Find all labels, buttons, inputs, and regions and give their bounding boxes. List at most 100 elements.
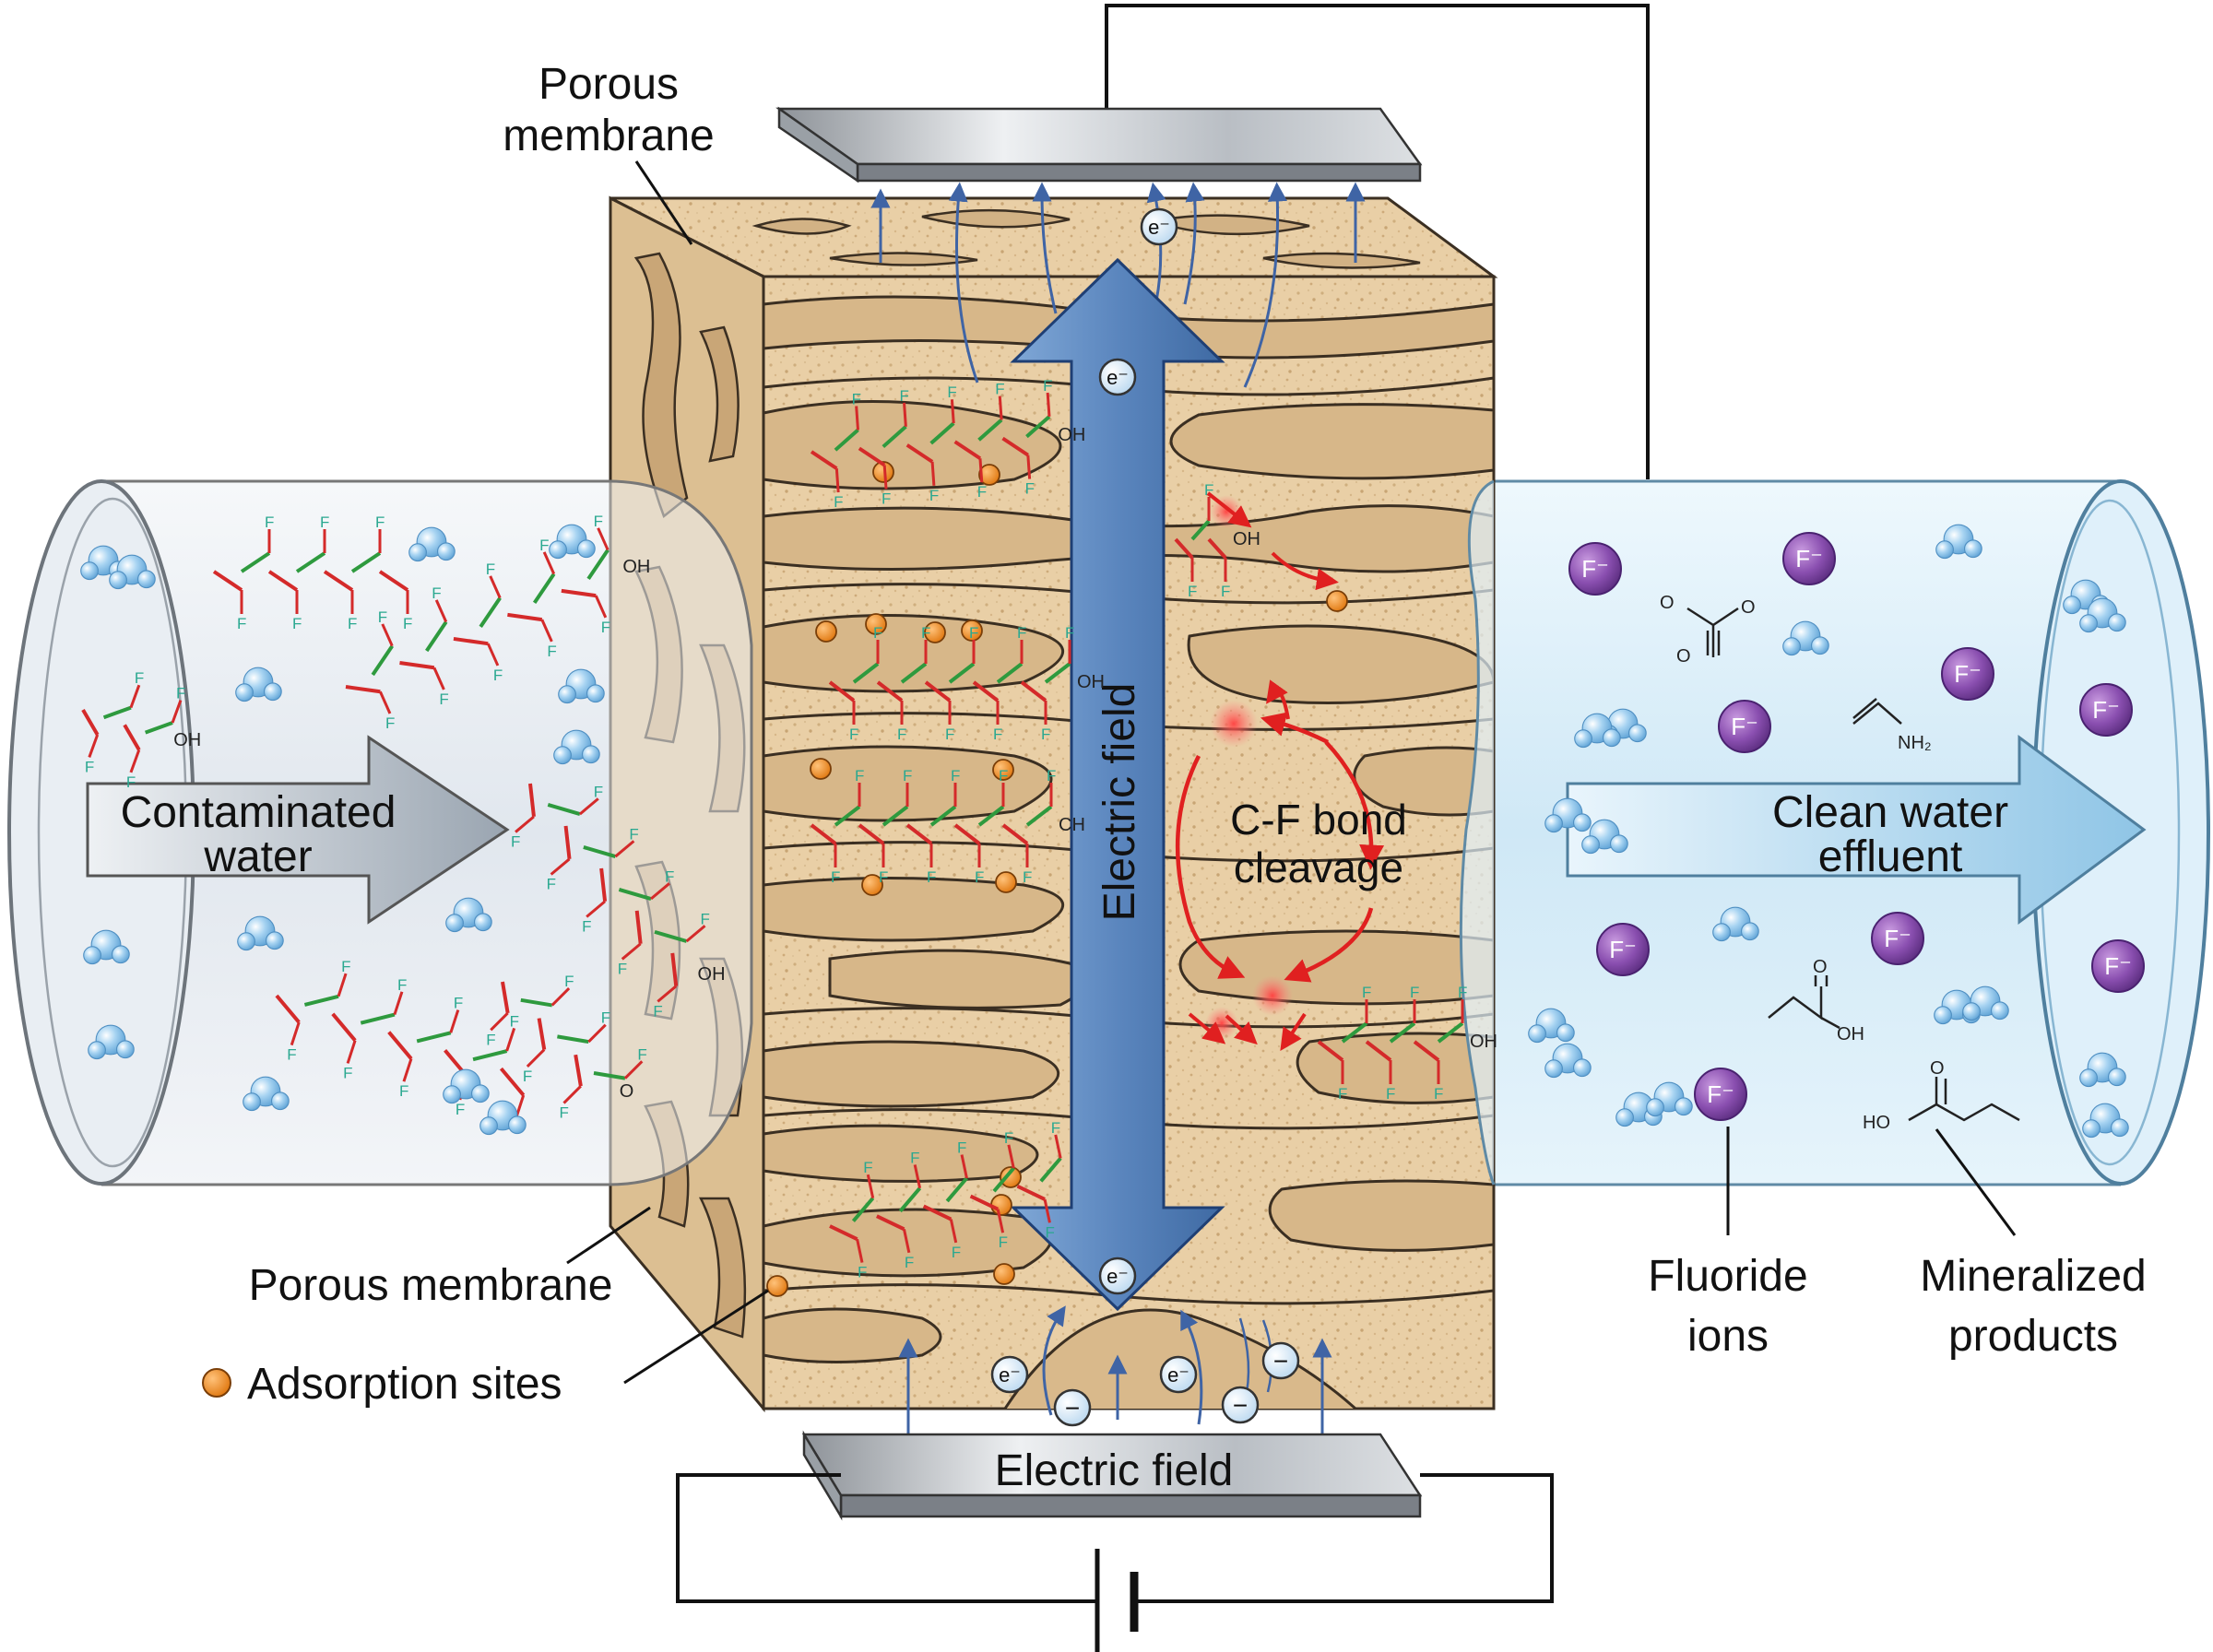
fluorine-atom: F bbox=[945, 726, 954, 743]
fluoride-ion-label: F⁻ bbox=[2092, 696, 2120, 724]
porous-membrane-top-leader bbox=[634, 160, 693, 245]
adsorption-site-icon bbox=[1000, 1166, 1022, 1188]
fluorine-atom: F bbox=[1047, 767, 1056, 785]
bottom-circuit-wire bbox=[676, 1473, 1554, 1603]
fluorine-atom: F bbox=[1023, 868, 1032, 886]
adsorption-site-icon bbox=[993, 1263, 1015, 1285]
fluorine-atom: F bbox=[1041, 726, 1050, 743]
fluorine-atom: F bbox=[399, 1082, 408, 1100]
adsorption-site-icon bbox=[766, 1275, 788, 1297]
fluorine-atom: F bbox=[1386, 1085, 1395, 1103]
fluorine-atom: F bbox=[947, 384, 956, 401]
fluorine-atom: F bbox=[341, 958, 350, 975]
fluorine-atom: F bbox=[403, 615, 412, 632]
electron-bottom-left: e⁻ bbox=[990, 1355, 1029, 1394]
adsorption-site-icon bbox=[861, 874, 883, 896]
fluorine-atom: F bbox=[439, 690, 448, 708]
fluorine-atom: F bbox=[594, 783, 603, 800]
adsorption-site-icon bbox=[872, 461, 894, 483]
fluorine-atom: F bbox=[879, 868, 888, 886]
fluoride-ion-icon: F⁻ bbox=[1782, 532, 1836, 585]
fluorine-atom: F bbox=[511, 833, 520, 851]
fluorine-atom: F bbox=[1338, 1085, 1347, 1103]
fluorine-atom: F bbox=[849, 726, 858, 743]
adsorption-sites-leader bbox=[623, 1289, 769, 1385]
adsorption-site-icon bbox=[961, 620, 983, 642]
fluorine-atom: F bbox=[921, 624, 930, 642]
adsorption-site-icon bbox=[815, 620, 837, 643]
mineralized-products-structures bbox=[1686, 607, 2020, 1122]
head-group: CH bbox=[1059, 815, 1085, 835]
fluorine-atom: F bbox=[265, 513, 274, 531]
adsorption-site-icon bbox=[810, 758, 832, 780]
fluorine-atom: F bbox=[977, 483, 987, 501]
fluorine-atom: F bbox=[523, 1068, 532, 1085]
fluorine-atom: F bbox=[863, 1159, 872, 1176]
fluorine-atom: F bbox=[852, 390, 861, 407]
mineralized-products-label-line1: Mineralized bbox=[1920, 1252, 2146, 1301]
fluoride-ion-icon: F⁻ bbox=[1596, 923, 1650, 976]
mineralized-products-label-line2: products bbox=[1948, 1312, 2118, 1361]
fluorine-atom: F bbox=[831, 868, 840, 886]
fluorine-atom: F bbox=[665, 867, 674, 885]
fluorine-atom: F bbox=[348, 615, 357, 632]
negative-charge-3-label: − bbox=[1273, 1347, 1288, 1375]
fluorine-atom: F bbox=[957, 1139, 966, 1157]
head-group: OH bbox=[698, 964, 726, 985]
porous-membrane-bottom-leader bbox=[566, 1206, 651, 1265]
fluorine-atom: F bbox=[927, 868, 936, 886]
contaminated-water-label-line1: Contaminated bbox=[121, 788, 396, 837]
fluorine-atom: F bbox=[855, 767, 864, 785]
fluoride-ion-icon: F⁻ bbox=[1941, 647, 1994, 701]
mineralized-products-atoms: O O O NH₂ O OH O HO bbox=[1660, 593, 1945, 1133]
fluorine-atom: F bbox=[951, 767, 960, 785]
cf-bond-label-line1: C-F bond bbox=[1230, 796, 1407, 844]
fluorine-atom: F bbox=[873, 624, 882, 642]
negative-charge-1-label: − bbox=[1065, 1394, 1080, 1422]
fluoride-ion-icon: F⁻ bbox=[1568, 542, 1622, 596]
negative-charge-2: − bbox=[1221, 1386, 1260, 1424]
fluorine-atom: F bbox=[952, 1244, 961, 1261]
fluorine-atom: F bbox=[176, 685, 185, 702]
fluorine-atom: F bbox=[882, 490, 891, 507]
cf-bond-label-line2: cleavage bbox=[1234, 844, 1403, 891]
fluorine-atom: F bbox=[1410, 984, 1419, 1001]
electron-arrow-upper-label: e⁻ bbox=[1106, 366, 1129, 389]
fluoride-ion-icon: F⁻ bbox=[1694, 1068, 1747, 1121]
head-group: OH bbox=[622, 557, 650, 577]
fluoride-ion-label: F⁻ bbox=[1884, 925, 1911, 952]
fluorine-atom: F bbox=[564, 973, 574, 990]
fluorine-atom: F bbox=[601, 619, 610, 636]
fluorine-atom: F bbox=[85, 758, 94, 775]
negative-charge-2-label: − bbox=[1233, 1391, 1248, 1420]
fluorine-atom: F bbox=[375, 513, 385, 531]
fluorine-atom: F bbox=[1204, 481, 1213, 499]
fluoride-ion-label: F⁻ bbox=[1707, 1080, 1734, 1108]
contaminated-flow-arrow bbox=[86, 735, 510, 925]
porous-membrane-top-label-line2: membrane bbox=[503, 112, 714, 160]
adsorption-site-icon bbox=[992, 759, 1014, 781]
fluoride-ions-label-line1: Fluoride bbox=[1648, 1252, 1807, 1301]
fluorine-atom: F bbox=[1045, 1223, 1054, 1241]
adsorption-site-icon bbox=[990, 1194, 1012, 1216]
cleavage-arrows bbox=[1188, 491, 1339, 1051]
adsorption-sites-group bbox=[766, 461, 1348, 1297]
clean-water-label-line1: Clean water bbox=[1772, 788, 2008, 837]
fluoride-ion-icon: F⁻ bbox=[1718, 700, 1771, 753]
electron-bottom-right-label: e⁻ bbox=[1167, 1363, 1189, 1386]
fluorine-atom: F bbox=[1051, 1119, 1060, 1137]
mineralized-products-leader bbox=[1935, 1128, 2017, 1236]
fluoride-ion-label: F⁻ bbox=[1954, 660, 1982, 688]
fluorine-atom: F bbox=[653, 1002, 662, 1020]
fluorine-atom: F bbox=[510, 1012, 519, 1030]
fluorine-atom: F bbox=[701, 910, 710, 927]
head-group: OH bbox=[1058, 425, 1085, 445]
top-circuit-wire bbox=[1105, 4, 1650, 479]
pfas-molecules: F F F F F F F F F F F F F F F F F OH F F F F OH F F F F F F F F F OH F F F F… bbox=[81, 377, 1497, 1281]
